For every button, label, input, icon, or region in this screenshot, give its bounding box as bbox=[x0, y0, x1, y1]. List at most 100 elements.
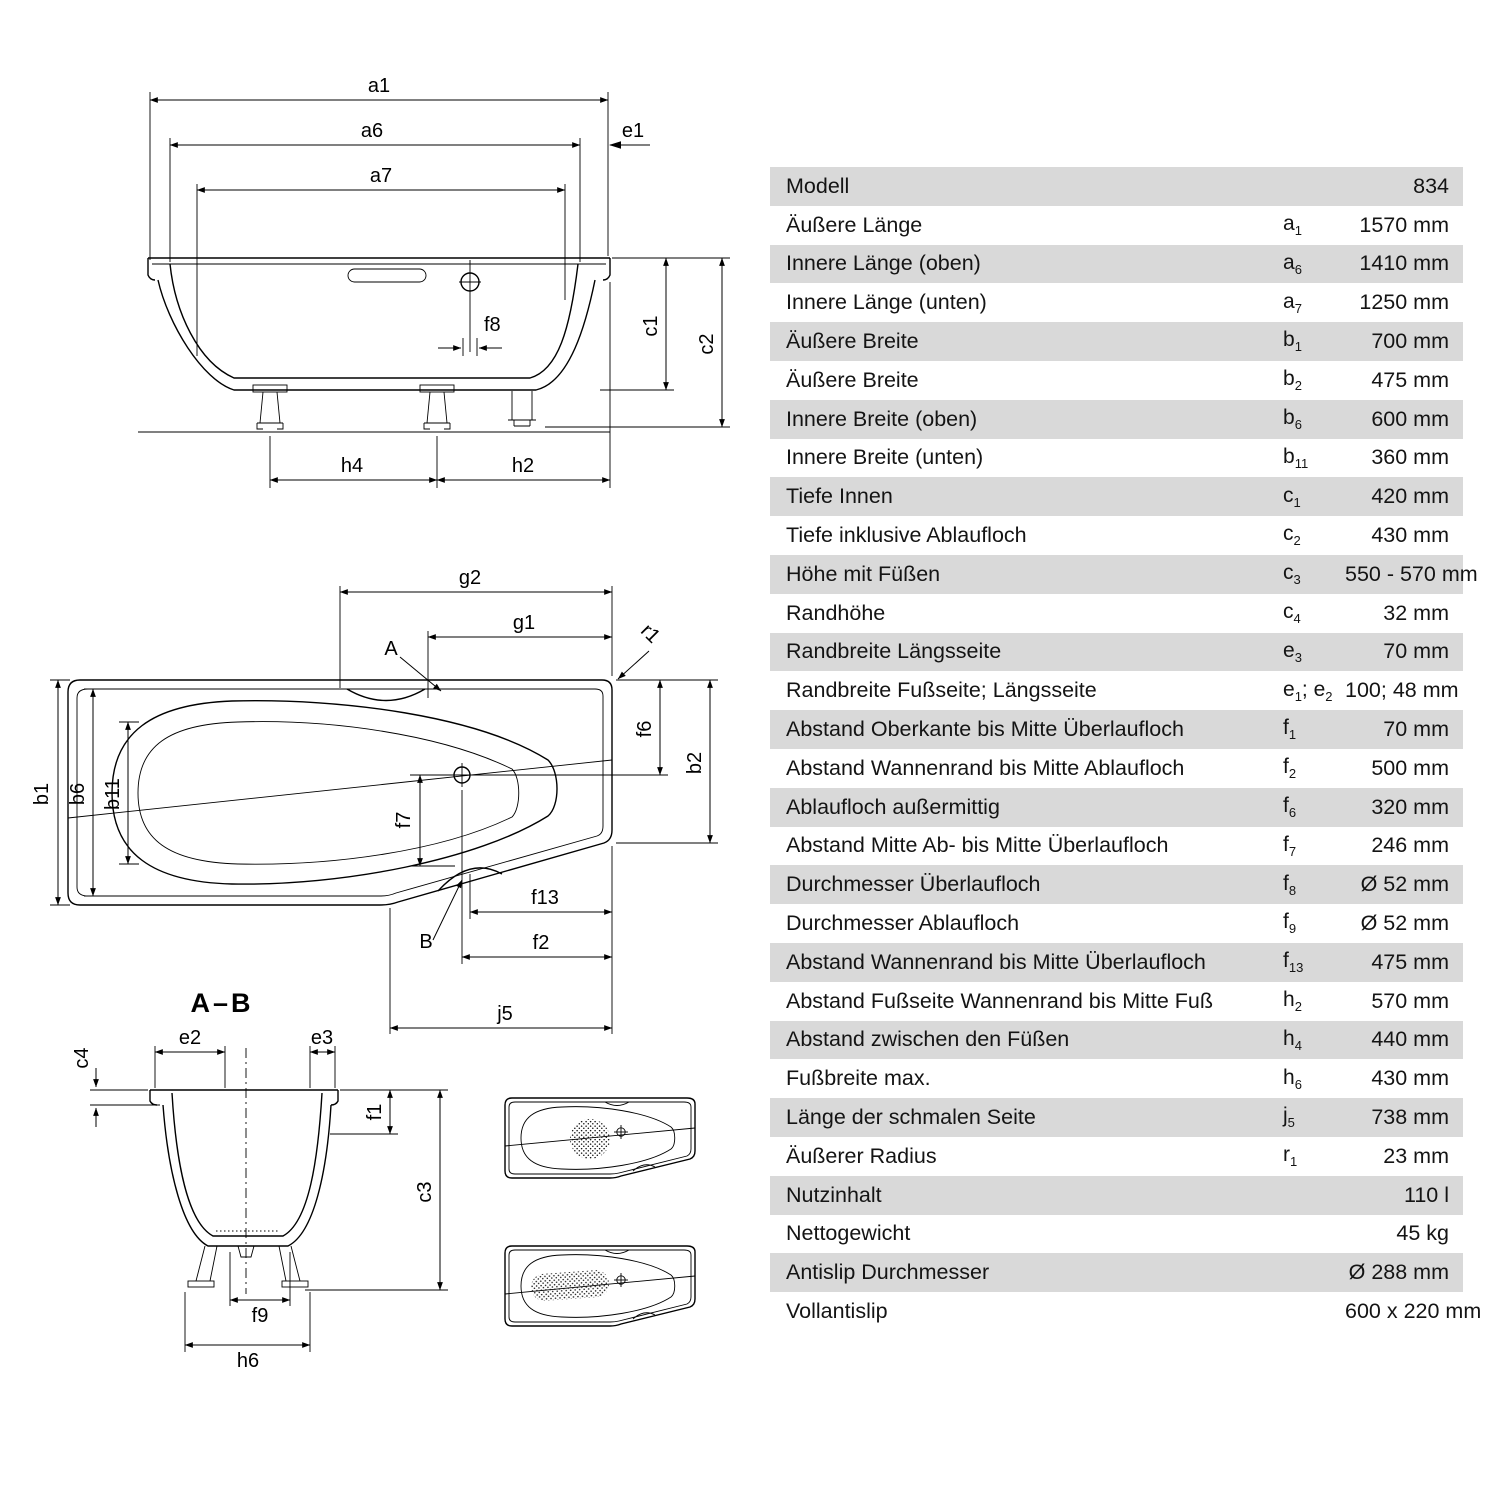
dim-label-f13: f13 bbox=[531, 887, 559, 909]
grip-slot bbox=[347, 268, 427, 283]
spec-value: 1570 mm bbox=[1359, 212, 1449, 237]
dim-label-a7: a7 bbox=[370, 165, 392, 187]
spec-value: 570 mm bbox=[1371, 988, 1449, 1013]
spec-label: Ablaufloch außermittig bbox=[786, 794, 1000, 819]
spec-label: Abstand Oberkante bis Mitte Überlaufloch bbox=[786, 717, 1184, 742]
table-row: Vollantislip 600 x 220 mm bbox=[770, 1292, 1481, 1331]
table-row: Nutzinhalt 110 l bbox=[770, 1175, 1463, 1215]
spec-symbol: c4 bbox=[1283, 600, 1301, 627]
spec-label: Antislip Durchmesser bbox=[786, 1260, 990, 1285]
tub-section-profile bbox=[149, 1048, 339, 1294]
spec-symbol: f8 bbox=[1283, 871, 1297, 898]
drain-fitting bbox=[508, 391, 536, 427]
table-row: Abstand Mitte Ab- bis Mitte Überlaufloch… bbox=[770, 827, 1463, 866]
spec-symbol: b6 bbox=[1283, 406, 1302, 433]
table-row: Innere Länge (oben) a6 1410 mm bbox=[770, 244, 1463, 284]
table-row: Äußere Breite b1 700 mm bbox=[770, 322, 1463, 361]
spec-label: Randbreite Fußseite; Längsseite bbox=[786, 678, 1097, 703]
antislip-circle bbox=[570, 1119, 610, 1159]
spec-value: 834 bbox=[1413, 173, 1449, 198]
spec-value: 550 - 570 mm bbox=[1345, 561, 1478, 586]
section-mark-a: A bbox=[384, 638, 398, 660]
spec-symbol: e1; e2 bbox=[1283, 677, 1333, 704]
dim-label-e3: e3 bbox=[311, 1027, 333, 1049]
spec-label: Länge der schmalen Seite bbox=[786, 1105, 1036, 1130]
plan-view: g2 g1 A r1 f6 b2 b1 bbox=[31, 567, 718, 1034]
dim-label-b1: b1 bbox=[31, 783, 53, 805]
spec-label: Innere Länge (unten) bbox=[786, 290, 987, 315]
spec-symbol: b2 bbox=[1283, 367, 1302, 394]
spec-value: 1410 mm bbox=[1359, 251, 1449, 276]
table-row: Modell 834 bbox=[770, 167, 1463, 206]
section-drain bbox=[237, 1245, 255, 1258]
spec-symbol: b1 bbox=[1283, 328, 1302, 355]
spec-symbol: f2 bbox=[1283, 755, 1297, 782]
spec-symbol: e3 bbox=[1283, 638, 1302, 666]
dim-label-j5: j5 bbox=[496, 1003, 513, 1025]
dim-label-b11: b11 bbox=[102, 778, 124, 810]
spec-value: 1250 mm bbox=[1359, 290, 1449, 315]
table-row: Äußere Länge a1 1570 mm bbox=[770, 206, 1463, 245]
spec-label: Äußerer Radius bbox=[786, 1143, 937, 1168]
section-feet bbox=[187, 1245, 309, 1288]
dim-label-g2: g2 bbox=[459, 567, 481, 589]
spec-value: 500 mm bbox=[1371, 755, 1449, 780]
dim-label-e2: e2 bbox=[179, 1027, 201, 1049]
foot-left bbox=[252, 384, 288, 430]
spec-value: 600 x 220 mm bbox=[1345, 1299, 1482, 1323]
dim-label-a1: a1 bbox=[368, 75, 390, 97]
dim-label-c3: c3 bbox=[414, 1181, 436, 1202]
spec-value: 70 mm bbox=[1383, 717, 1449, 742]
table-row: Durchmesser Ablaufloch f9 Ø 52 mm bbox=[770, 904, 1463, 943]
spec-label: Äußere Breite bbox=[786, 367, 919, 392]
technical-drawings: a1 a6 e1 a7 bbox=[31, 75, 730, 1372]
spec-table: Modell 834 Äußere Länge a1 1570 mm Inner… bbox=[770, 167, 1481, 1331]
spec-symbol: f1 bbox=[1283, 716, 1297, 743]
dim-label-r1: r1 bbox=[636, 620, 664, 648]
spec-value: 32 mm bbox=[1383, 600, 1449, 625]
spec-value: 738 mm bbox=[1371, 1105, 1449, 1130]
spec-value: 440 mm bbox=[1371, 1027, 1449, 1052]
spec-label: Tiefe Innen bbox=[786, 484, 893, 509]
spec-label: Innere Breite (unten) bbox=[786, 445, 984, 470]
spec-label: Abstand Fußseite Wannenrand bis Mitte Fu… bbox=[786, 988, 1214, 1013]
table-row: Abstand Wannenrand bis Mitte Ablaufloch … bbox=[770, 749, 1463, 788]
tub-plan-outline bbox=[67, 679, 613, 906]
spec-value: Ø 288 mm bbox=[1348, 1260, 1449, 1285]
table-row: Ablaufloch außermittig f6 320 mm bbox=[770, 787, 1463, 827]
table-row: Abstand zwischen den Füßen h4 440 mm bbox=[770, 1020, 1463, 1060]
table-row: Abstand Oberkante bis Mitte Überlaufloch… bbox=[770, 710, 1463, 749]
spec-label: Höhe mit Füßen bbox=[786, 561, 941, 586]
spec-symbol: h6 bbox=[1283, 1065, 1302, 1092]
spec-label: Durchmesser Überlaufloch bbox=[786, 872, 1041, 897]
table-row: Antislip Durchmesser Ø 288 mm bbox=[770, 1253, 1463, 1293]
spec-value: 246 mm bbox=[1371, 833, 1449, 858]
spec-symbol: f9 bbox=[1283, 910, 1297, 937]
spec-label: Nettogewicht bbox=[786, 1221, 911, 1246]
spec-symbol: r1 bbox=[1283, 1143, 1298, 1170]
dim-label-h6: h6 bbox=[237, 1350, 259, 1372]
spec-label: Nutzinhalt bbox=[786, 1182, 882, 1207]
spec-label: Abstand zwischen den Füßen bbox=[786, 1027, 1070, 1052]
dim-label-f2: f2 bbox=[533, 932, 550, 954]
spec-symbol: j5 bbox=[1283, 1104, 1295, 1131]
section-title: A–B bbox=[190, 988, 253, 1018]
spec-value: 23 mm bbox=[1383, 1143, 1449, 1168]
table-row: Randbreite Längsseite e3 70 mm bbox=[770, 632, 1463, 672]
spec-label: Abstand Wannenrand bis Mitte Ablaufloch bbox=[786, 755, 1185, 780]
table-row: Innere Breite (unten) b11 360 mm bbox=[770, 439, 1463, 478]
table-row: Äußere Breite b2 475 mm bbox=[770, 361, 1463, 400]
spec-value: 600 mm bbox=[1371, 406, 1449, 431]
spec-value: 430 mm bbox=[1371, 1066, 1449, 1091]
spec-value: 110 l bbox=[1403, 1182, 1449, 1207]
dim-label-c2: c2 bbox=[696, 333, 718, 354]
spec-label: Fußbreite max. bbox=[786, 1066, 931, 1091]
table-row: Tiefe inklusive Ablaufloch c2 430 mm bbox=[770, 516, 1463, 555]
spec-symbol: f6 bbox=[1283, 794, 1297, 821]
spec-symbol: h2 bbox=[1283, 988, 1302, 1015]
spec-symbol: c2 bbox=[1283, 522, 1301, 549]
antislip-full-area bbox=[531, 1270, 610, 1301]
spec-symbol: f13 bbox=[1283, 949, 1304, 976]
dim-label-b6: b6 bbox=[67, 783, 89, 805]
dim-label-b2: b2 bbox=[684, 752, 706, 774]
